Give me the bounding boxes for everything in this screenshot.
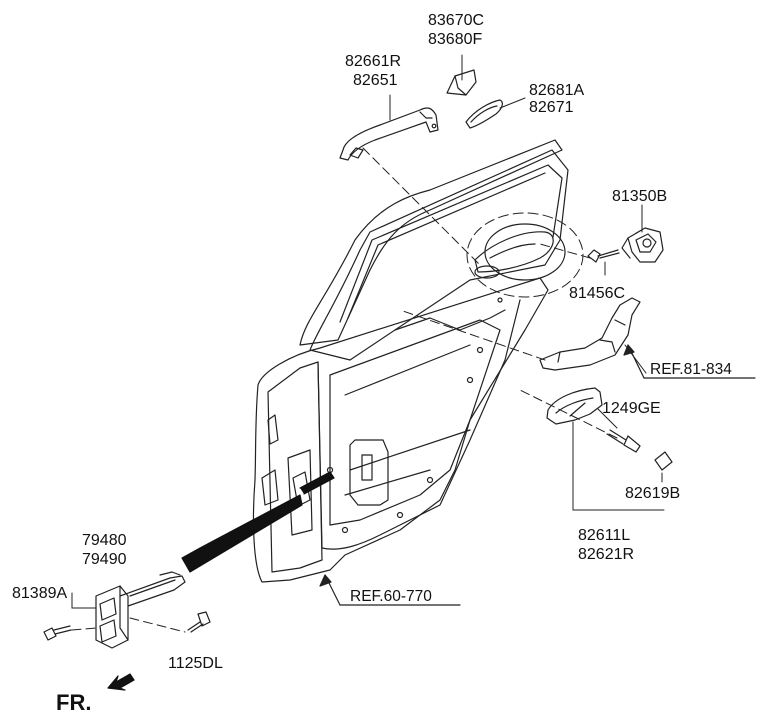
label-83670c: 83670C (428, 12, 485, 29)
label-83680f: 83680F (428, 31, 483, 48)
label-81389a: 81389A (12, 585, 68, 602)
label-82671: 82671 (529, 99, 574, 116)
label-1249ge: 1249GE (602, 400, 661, 417)
label-82661r: 82661R (345, 53, 402, 70)
outside-handle-part (339, 107, 439, 161)
label-82611l: 82611L (578, 527, 631, 544)
bolt-81389a (43, 625, 72, 641)
bolt-1249ge (606, 429, 641, 453)
handle-area-outline (466, 212, 584, 298)
label-ref81834: REF.81-834 (650, 361, 732, 378)
ref81834-arrow (623, 344, 756, 379)
front-direction-label: FR. (56, 690, 92, 715)
handle-gasket-part (465, 99, 503, 129)
bolt-1125dl (187, 611, 211, 633)
door-checker-part (95, 571, 186, 649)
latch-assembly-part (621, 227, 664, 263)
label-82621r: 82621R (578, 546, 635, 563)
label-79490: 79490 (82, 551, 127, 568)
door-panel (252, 139, 569, 583)
label-82651: 82651 (353, 72, 398, 89)
inside-handle-rod-part (539, 297, 641, 371)
label-ref60770: REF.60-770 (350, 588, 432, 605)
ref60770-arrow (319, 574, 461, 606)
leader-lines (71, 54, 665, 609)
front-direction-arrow (107, 673, 135, 691)
inside-handle-part (546, 387, 603, 425)
label-82681a: 82681A (529, 82, 585, 99)
label-81350b: 81350B (612, 188, 668, 205)
checker-indicator-wedge (181, 494, 303, 573)
label-81456c: 81456C (569, 285, 626, 302)
label-82619b: 82619B (625, 485, 681, 502)
handle-cap-part (446, 69, 477, 96)
label-79480: 79480 (82, 532, 127, 549)
dashed-leaders (71, 147, 618, 633)
screw-81456c (587, 249, 620, 263)
cap-82619b (654, 451, 673, 471)
label-1125dl: 1125DL (168, 655, 223, 672)
